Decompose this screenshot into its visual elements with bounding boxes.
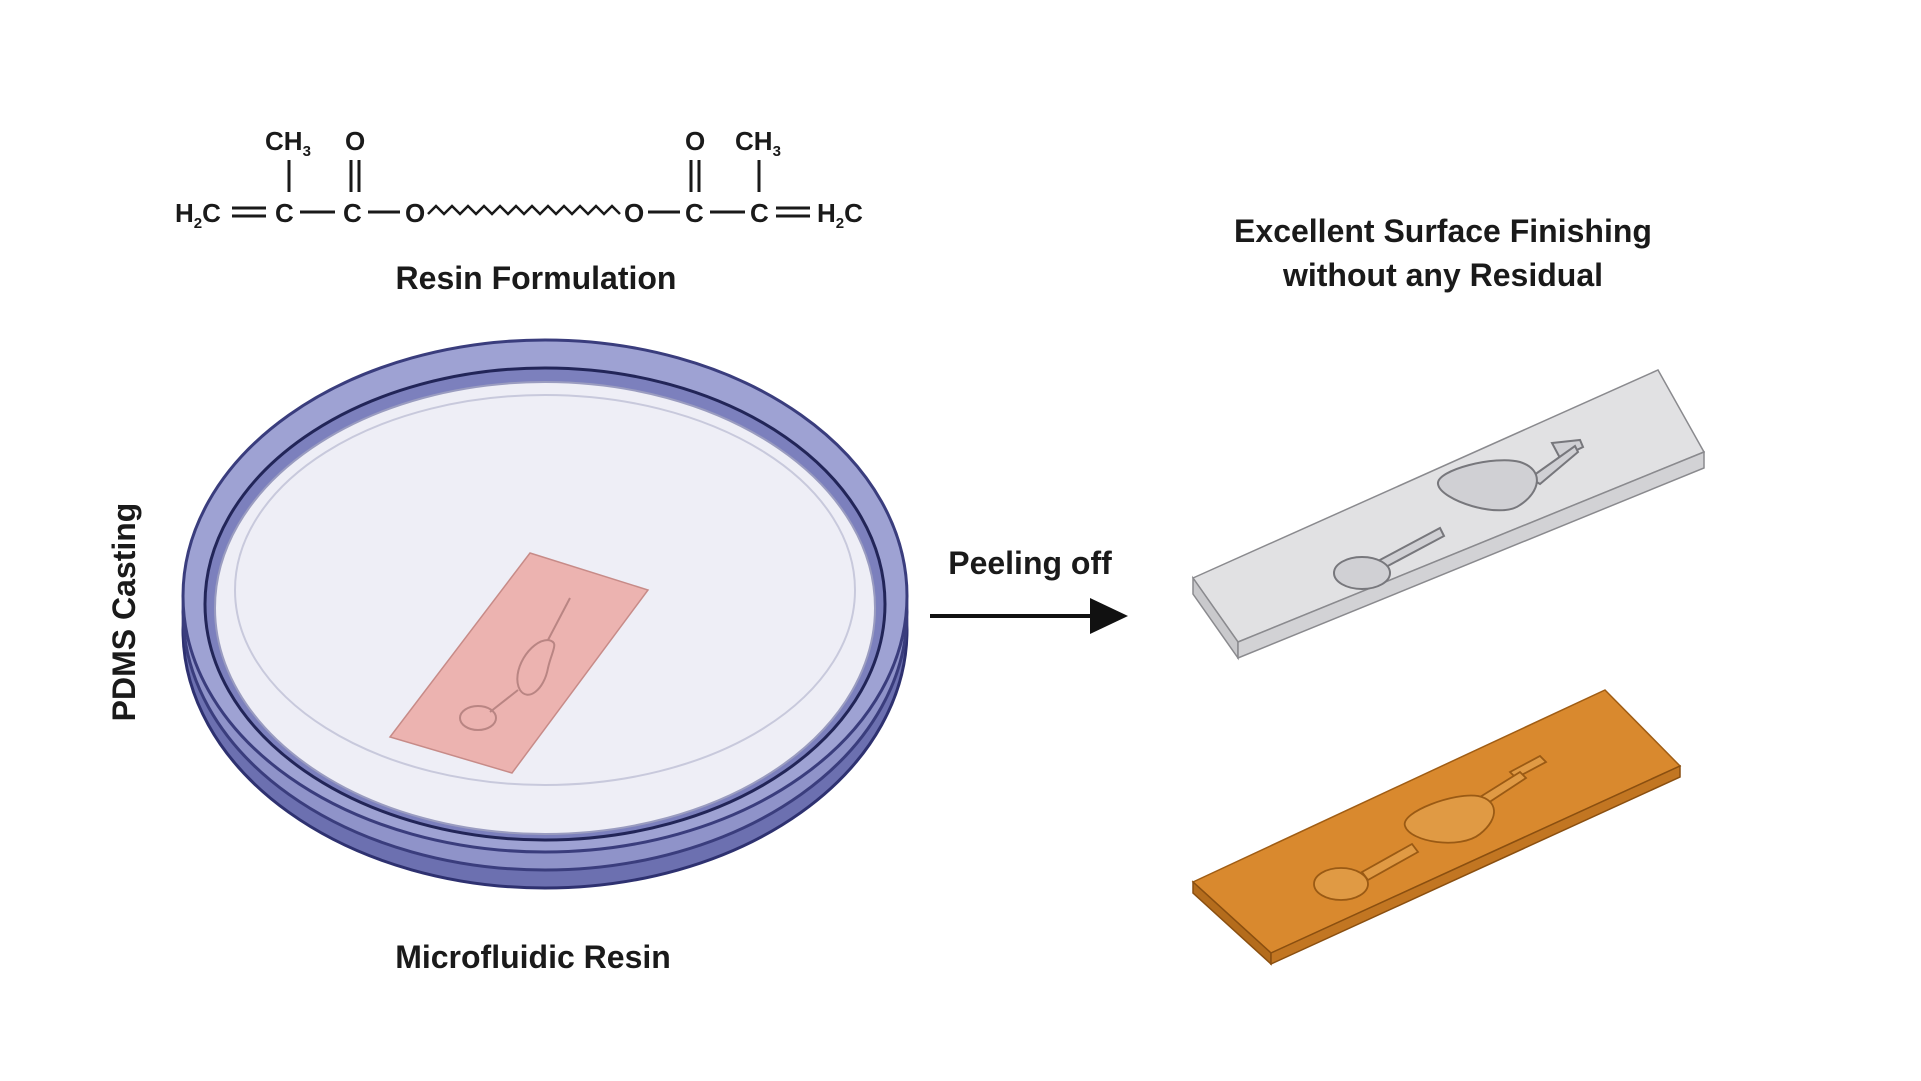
pdms-channel: [1333, 438, 1585, 590]
left-ch3-text: CH: [265, 126, 303, 156]
resin-channel: [459, 597, 571, 731]
right-c2: C: [685, 198, 704, 228]
peeling-off-label: Peeling off: [948, 545, 1112, 581]
left-ester-o: O: [405, 198, 425, 228]
peeling-arrow: [930, 598, 1128, 634]
dish-inner-highlight: [234, 394, 856, 786]
pdms-casting-label: PDMS Casting: [106, 503, 142, 722]
left-ch3-label: CH3: [265, 126, 311, 160]
surface-caption-line1: Excellent Surface Finishing: [1234, 213, 1652, 249]
left-c2: C: [343, 198, 362, 228]
pdms-replica: [1191, 369, 1706, 661]
resin-slab: [388, 552, 650, 774]
right-h2c-label: H2C: [817, 198, 863, 232]
microfluidic-resin-caption: Microfluidic Resin: [395, 939, 671, 975]
chemical-structure: CH3 O H2C C C O O C C H2C O CH3: [175, 126, 863, 296]
pdms-front-side: [1237, 450, 1705, 660]
pdms-top-face: [1191, 369, 1706, 643]
surface-caption-line2: without any Residual: [1282, 257, 1603, 293]
right-carbonyl-o: O: [685, 126, 705, 156]
wavy-linker: [427, 204, 621, 216]
right-ester-o: O: [624, 198, 644, 228]
right-c1: C: [750, 198, 769, 228]
left-carbonyl-o: O: [345, 126, 365, 156]
mold-front-side: [1270, 764, 1681, 966]
right-ch3-label: CH3: [735, 126, 781, 160]
mold-channel: [1313, 754, 1548, 901]
resin-mold: [1191, 689, 1682, 966]
petri-dish: [181, 338, 909, 890]
left-h2c-label: H2C: [175, 198, 221, 232]
left-c1: C: [275, 198, 294, 228]
arrow-head-icon: [1090, 598, 1128, 634]
resin-formulation-caption: Resin Formulation: [396, 260, 677, 296]
